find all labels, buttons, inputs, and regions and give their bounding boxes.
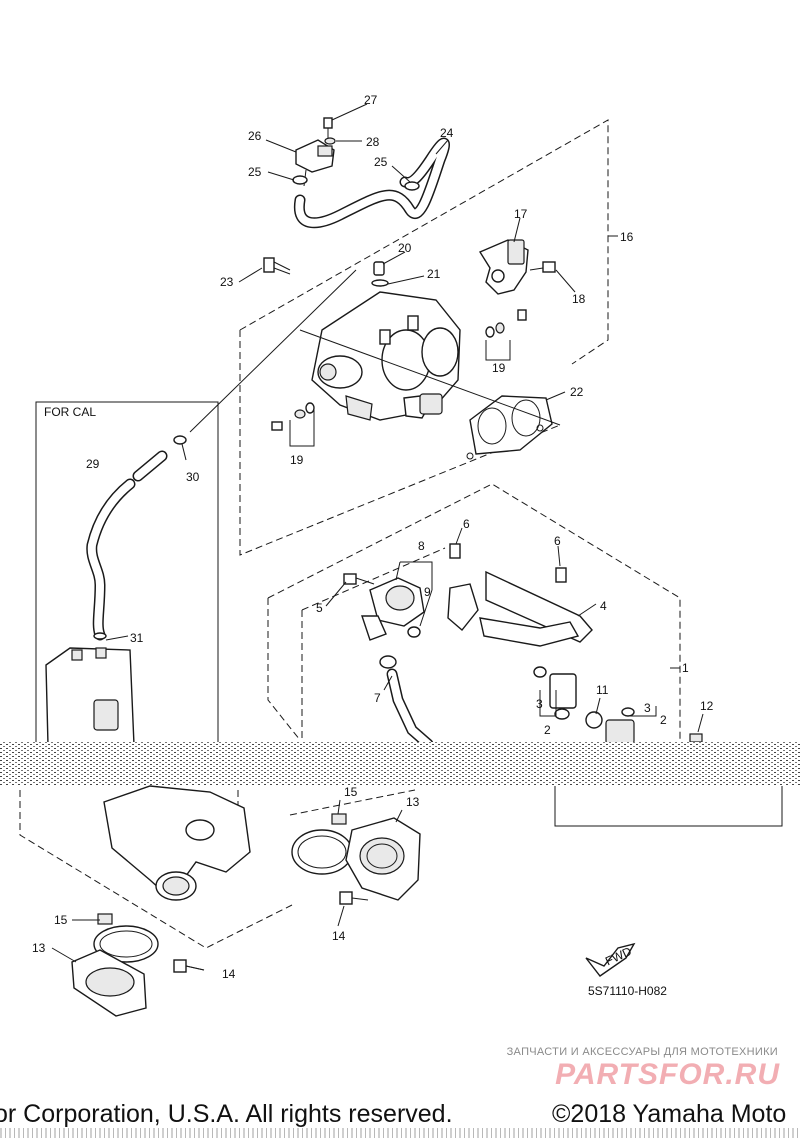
copyright-right: ©2018 Yamaha Moto	[552, 1100, 787, 1128]
bolt-18	[529, 261, 556, 273]
oring-21	[371, 279, 389, 287]
callout-15b: 15	[54, 913, 68, 927]
for-cal-box: FOR CAL	[35, 401, 219, 745]
watermark-logo: PARTSFOR.RU	[555, 1058, 780, 1091]
callout-31a: 31	[130, 631, 144, 645]
bolt-5	[343, 573, 375, 585]
callout-4: 4	[600, 599, 607, 613]
gasket-22	[466, 395, 553, 460]
callout-18: 18	[572, 292, 586, 306]
callout-23: 23	[220, 275, 234, 289]
sensor-17	[478, 239, 529, 295]
callout-7: 7	[374, 691, 381, 705]
callout-24: 24	[440, 126, 454, 140]
callout-11: 11	[596, 683, 609, 697]
canister	[45, 647, 135, 746]
joint-13a	[71, 949, 147, 1017]
assembly-outline-16	[239, 119, 609, 556]
callout-8: 8	[418, 539, 425, 553]
callout-25a: 25	[248, 165, 262, 179]
callouts: 27 26 28 24 25 25 17 16 20 21 23 18 19 1…	[32, 93, 714, 981]
callout-14b: 14	[222, 967, 236, 981]
throttle-body	[311, 291, 461, 421]
screw-6a	[449, 543, 461, 559]
callout-25b: 25	[374, 155, 388, 169]
canister-box	[554, 785, 783, 827]
joint-13b	[345, 817, 421, 901]
screw-23	[263, 257, 291, 275]
washer-11	[585, 711, 603, 729]
fwd-arrow-icon: FWD	[585, 942, 636, 977]
callout-27: 27	[364, 93, 378, 107]
cap-20	[373, 261, 385, 276]
clamp-15b	[291, 813, 353, 875]
callout-2a: 2	[544, 723, 551, 737]
callout-3a: 3	[536, 697, 543, 711]
callout-3b: 3	[644, 701, 651, 715]
callout-22: 22	[570, 385, 584, 399]
screw-set-19b	[271, 402, 315, 431]
washer-28	[324, 137, 336, 145]
callout-19b: 19	[290, 453, 304, 467]
clamp-31	[93, 632, 107, 640]
hose-29	[86, 450, 168, 641]
hose-7	[379, 655, 434, 750]
pressure-sensor-26	[295, 139, 335, 187]
scan-artifact-band	[0, 1128, 800, 1138]
callout-14a: 14	[332, 929, 346, 943]
copyright-left: or Corporation, U.S.A. All rights reserv…	[0, 1100, 453, 1128]
callout-12: 12	[700, 699, 714, 713]
clamp-15a	[93, 913, 159, 963]
for-cal-label: FOR CAL	[44, 405, 96, 419]
clamp-25b	[404, 181, 420, 191]
callout-28: 28	[366, 135, 380, 149]
callout-19a: 19	[492, 361, 506, 375]
callout-2b: 2	[660, 713, 667, 727]
callout-21: 21	[427, 267, 441, 281]
leader-lines	[51, 103, 704, 971]
callout-26: 26	[248, 129, 262, 143]
callout-6a: 6	[463, 517, 470, 531]
callout-29: 29	[86, 457, 100, 471]
intake-joint-left	[103, 785, 251, 901]
callout-9: 9	[424, 585, 431, 599]
injector-3b	[605, 707, 635, 745]
callout-15a: 15	[344, 785, 358, 799]
callout-13b: 13	[32, 941, 46, 955]
clamp-25a	[292, 175, 308, 185]
drawing-code: 5S71110-H082	[588, 984, 667, 998]
scan-band	[0, 742, 800, 786]
callout-13a: 13	[406, 795, 420, 809]
callout-17: 17	[514, 207, 528, 221]
pressure-regulator-8	[361, 577, 425, 641]
callout-30: 30	[186, 470, 200, 484]
bolt-14a	[173, 959, 205, 973]
assembly-outline-1	[267, 483, 681, 742]
callout-6b: 6	[554, 534, 561, 548]
watermark-caption: ЗАПЧАСТИ И АКСЕССУАРЫ ДЛЯ МОТОТЕХНИКИ	[506, 1046, 778, 1058]
clip-12	[689, 733, 703, 743]
clip-30	[173, 435, 187, 445]
bolt-14b	[339, 891, 369, 905]
screw-set-19a	[485, 309, 527, 338]
callout-16: 16	[620, 230, 634, 244]
callout-1: 1	[682, 661, 689, 675]
screw-27	[323, 117, 333, 138]
screw-6b	[555, 567, 567, 583]
hose-24	[293, 137, 451, 229]
callout-20: 20	[398, 241, 412, 255]
oring-9	[407, 626, 421, 638]
fwd-label: FWD	[603, 944, 634, 968]
fuel-rail-4	[447, 570, 593, 647]
callout-5: 5	[316, 601, 323, 615]
